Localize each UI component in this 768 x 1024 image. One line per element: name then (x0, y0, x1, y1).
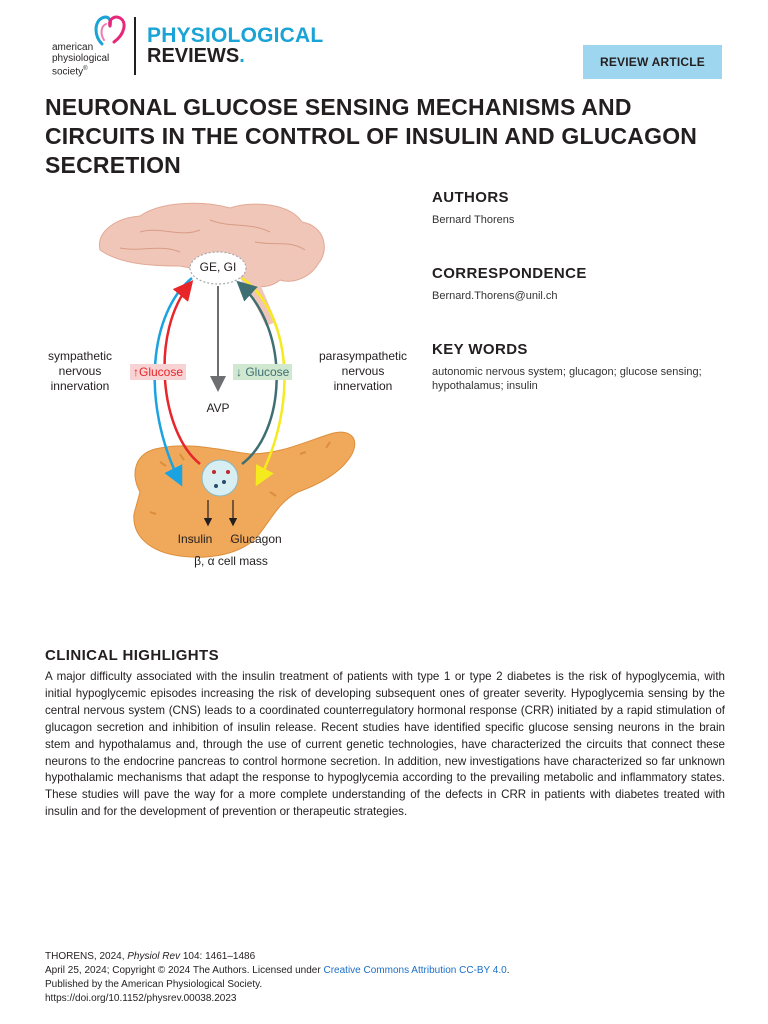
article-footer: THORENS, 2024, Physiol Rev 104: 1461–148… (45, 950, 510, 1006)
society-name-line3: society® (52, 64, 132, 77)
journal-dot: . (239, 45, 245, 67)
islet-dot (222, 480, 226, 484)
journal-name-line2: REVIEWS. (147, 45, 245, 68)
parasympathetic-label: parasympathetic nervous innervation (308, 349, 418, 394)
license-prefix: April 25, 2024; Copyright © 2024 The Aut… (45, 965, 324, 976)
citation-line: THORENS, 2024, Physiol Rev 104: 1461–148… (45, 950, 510, 964)
cell-mass-label: β, α cell mass (194, 554, 268, 568)
graphical-abstract: GE, GI sympathetic nervous innervation p… (30, 192, 420, 592)
clinical-highlights-heading: CLINICAL HIGHLIGHTS (45, 647, 219, 664)
sympathetic-label-line1: sympathetic (47, 349, 113, 363)
license-link[interactable]: Creative Commons Attribution CC-BY 4.0 (323, 965, 507, 976)
parasympathetic-label-line1: parasympathetic (318, 349, 408, 363)
citation-prefix: THORENS, 2024, (45, 951, 128, 962)
parasympathetic-label-line2: nervous (341, 364, 385, 378)
sympathetic-label-line3: innervation (50, 379, 110, 393)
journal-name-reviews: REVIEWS (147, 45, 240, 67)
authors-heading: AUTHORS (432, 189, 509, 206)
license-suffix: . (506, 965, 510, 976)
society-logo-icon (94, 15, 126, 46)
islet-dot (226, 470, 230, 474)
society-name-line2: physiological (52, 53, 110, 64)
article-type-badge: REVIEW ARTICLE (583, 45, 722, 79)
islet-dot (214, 484, 218, 488)
sympathetic-label-line2: nervous (58, 364, 102, 378)
islet-dot (212, 470, 216, 474)
glucose-down-label: ↓ Glucose (233, 364, 293, 380)
keywords-value: autonomic nervous system; glucagon; gluc… (432, 366, 702, 392)
society-name-line3-text: society (52, 66, 84, 78)
islet-cell-mass (201, 459, 239, 497)
citation-journal: Physiol Rev (127, 951, 181, 962)
clinical-highlights-text: A major difficulty associated with the i… (45, 670, 725, 819)
doi-link[interactable]: https://doi.org/10.1152/physrev.00038.20… (45, 993, 237, 1004)
society-name: american physiological society® (52, 42, 132, 77)
glucose-up-label: ↑Glucose (130, 364, 187, 380)
pancreas-texture (149, 441, 331, 543)
journal-name-line1: PHYSIOLOGICAL (147, 24, 324, 47)
pancreas-shape (133, 431, 356, 558)
article-title: NEURONAL GLUCOSE SENSING MECHANISMS AND … (45, 94, 698, 178)
glucagon-label: Glucagon (230, 532, 282, 546)
header-divider (134, 17, 136, 75)
parasympathetic-label-line3: innervation (333, 379, 393, 393)
ge-gi-label: GE, GI (199, 260, 237, 274)
graphical-abstract-diagram (30, 192, 420, 592)
society-name-line1: american (52, 42, 94, 53)
ge-gi-node (189, 251, 247, 285)
parasympathetic-arrow (241, 276, 286, 487)
sympathetic-label: sympathetic nervous innervation (30, 349, 130, 394)
brain-folds (119, 219, 306, 253)
authors-value: Bernard Thorens (432, 214, 515, 226)
registered-mark: ® (83, 66, 88, 72)
correspondence-email: Bernard.Thorens@unil.ch (432, 290, 558, 302)
publisher-line: Published by the American Physiological … (45, 979, 263, 990)
license-line: April 25, 2024; Copyright © 2024 The Aut… (45, 964, 510, 978)
insulin-label: Insulin (177, 532, 213, 546)
keywords-heading: KEY WORDS (432, 341, 528, 358)
citation-suffix: 104: 1461–1486 (180, 951, 256, 962)
society-logo: american physiological society® (48, 14, 132, 78)
correspondence-heading: CORRESPONDENCE (432, 265, 587, 282)
avp-label: AVP (206, 401, 230, 415)
